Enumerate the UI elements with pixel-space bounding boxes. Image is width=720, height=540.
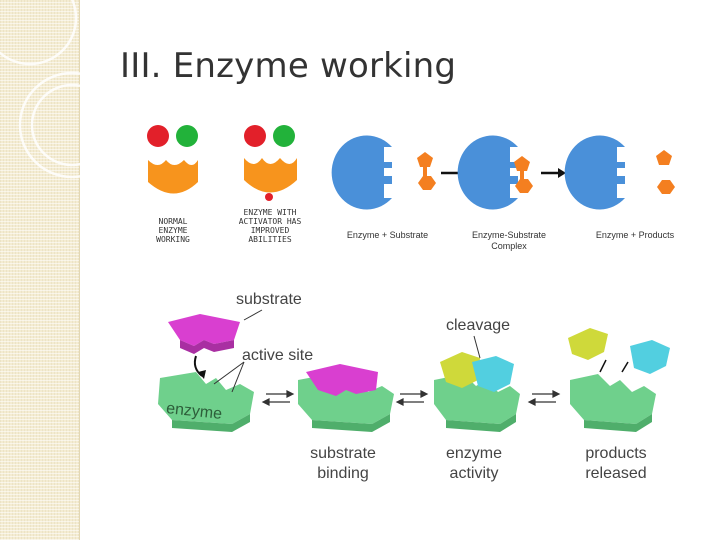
product-hexagon (657, 180, 675, 194)
decorative-rings (0, 0, 126, 179)
enzyme-products-stage (564, 135, 675, 210)
normal-enzyme-caption: NORMAL ENZYME WORKING (156, 217, 190, 244)
arrow-2 (541, 168, 566, 178)
cleavage-callout: cleavage (446, 317, 511, 334)
blue-enzyme (564, 135, 625, 210)
substrate-pentagon (417, 152, 433, 167)
normal-enzyme-illustration (147, 125, 198, 194)
stage-enzyme-activity: enzyme activity (445, 445, 503, 482)
enzyme-substrate-stage (331, 135, 436, 210)
green-enzyme (158, 372, 254, 424)
blue-enzyme (457, 135, 518, 210)
activated-enzyme-illustration (244, 125, 297, 201)
substrate-hexagon (418, 176, 436, 190)
stripe-divider (79, 0, 80, 540)
equilibrium-arrows-1 (261, 390, 295, 406)
stage-products-released: products released (585, 445, 647, 482)
substrate-callout: substrate (236, 291, 302, 308)
active-site-callout: active site (242, 347, 314, 364)
substrate-green-ball (273, 125, 295, 147)
green-enzyme (570, 374, 656, 424)
step-label-complex: Enzyme-Substrate Complex (471, 230, 547, 251)
cleavage-pointer (473, 335, 481, 359)
cyan-product (472, 356, 514, 392)
substrate-pentagon (514, 156, 530, 171)
magenta-substrate (168, 314, 240, 346)
substrate-red-ball (244, 125, 266, 147)
activated-enzyme-shape (244, 158, 297, 193)
magenta-substrate (306, 364, 378, 396)
enzyme-substrate-complex-stage (457, 135, 533, 210)
activator-dot (265, 193, 273, 201)
substrate-hexagon (515, 179, 533, 193)
green-enzyme (434, 374, 520, 424)
activator-enzyme-caption: ENZYME WITH ACTIVATOR HAS IMPROVED ABILI… (238, 208, 302, 244)
product-pentagon (656, 150, 672, 165)
stage-substrate-binding: substrate binding (310, 445, 376, 482)
enzyme-substrate-complex-3d (298, 364, 394, 432)
substrate-pointer (243, 309, 263, 321)
yellow-product (440, 352, 480, 388)
enzyme-activity-stage (434, 335, 520, 432)
slide-title: III. Enzyme working (120, 46, 457, 86)
substrate-binding-stage (158, 309, 263, 432)
active-site-pointer-1 (213, 361, 245, 385)
normal-enzyme-shape (148, 160, 198, 194)
substrate-red-ball (147, 125, 169, 147)
step-label-enzyme-products: Enzyme + Products (595, 230, 675, 240)
cyan-product (630, 340, 670, 374)
active-site-pointer-2 (231, 361, 245, 393)
step-label-enzyme-substrate: Enzyme + Substrate (346, 230, 429, 240)
equilibrium-arrows-3 (527, 390, 561, 406)
products-released-stage (568, 328, 670, 432)
blue-enzyme (331, 135, 392, 210)
substrate-green-ball (176, 125, 198, 147)
yellow-product (568, 328, 608, 360)
equilibrium-arrows-2 (395, 390, 429, 406)
decorative-side-stripe (0, 0, 80, 540)
